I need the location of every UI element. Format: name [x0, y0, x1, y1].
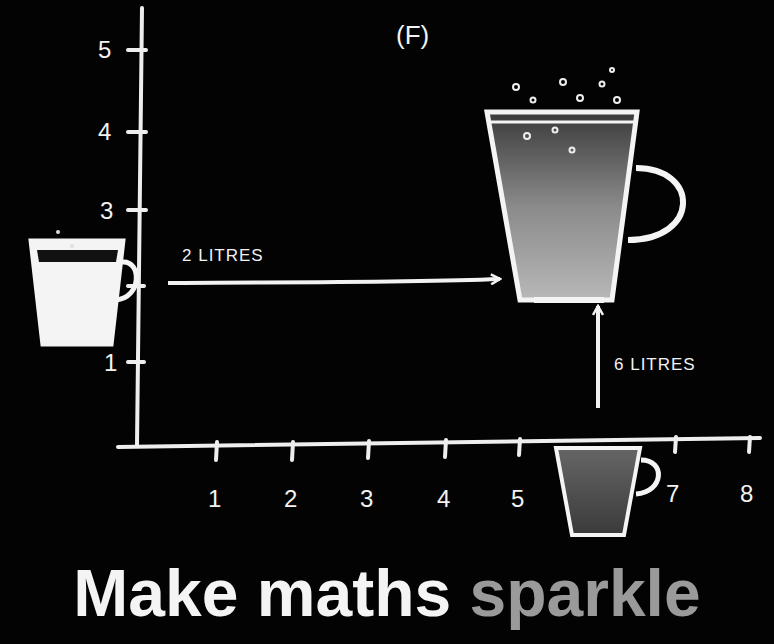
- axes: [118, 8, 760, 447]
- y-ticks: [128, 50, 146, 362]
- arrow-right: [168, 279, 500, 283]
- axis-number: 3: [100, 199, 113, 223]
- axis-number: 5: [511, 487, 524, 511]
- small-cup-left: [30, 230, 136, 345]
- big-cup: [487, 68, 683, 300]
- axis-number: 1: [104, 351, 117, 375]
- quantity-note: 6 LITRES: [614, 356, 696, 373]
- axis-number: 3: [360, 487, 373, 511]
- axis-number: 2: [284, 487, 297, 511]
- small-cup-axis: [556, 448, 658, 535]
- axis-number: 8: [740, 482, 753, 506]
- quantity-note: 2 LITRES: [182, 247, 264, 264]
- axis-number: 4: [437, 487, 450, 511]
- axis-number: 4: [98, 120, 111, 144]
- headline: Make maths sparkle: [0, 560, 774, 626]
- panel-letter: (F): [396, 22, 429, 48]
- x-ticks: [216, 437, 750, 460]
- headline-word: Make: [73, 556, 256, 630]
- axis-number: 7: [666, 482, 679, 506]
- headline-word: sparkle: [470, 556, 701, 630]
- arrow-up: [596, 306, 600, 408]
- axis-number: 5: [98, 38, 111, 62]
- axis-number: 1: [208, 487, 221, 511]
- headline-word: maths: [257, 556, 470, 630]
